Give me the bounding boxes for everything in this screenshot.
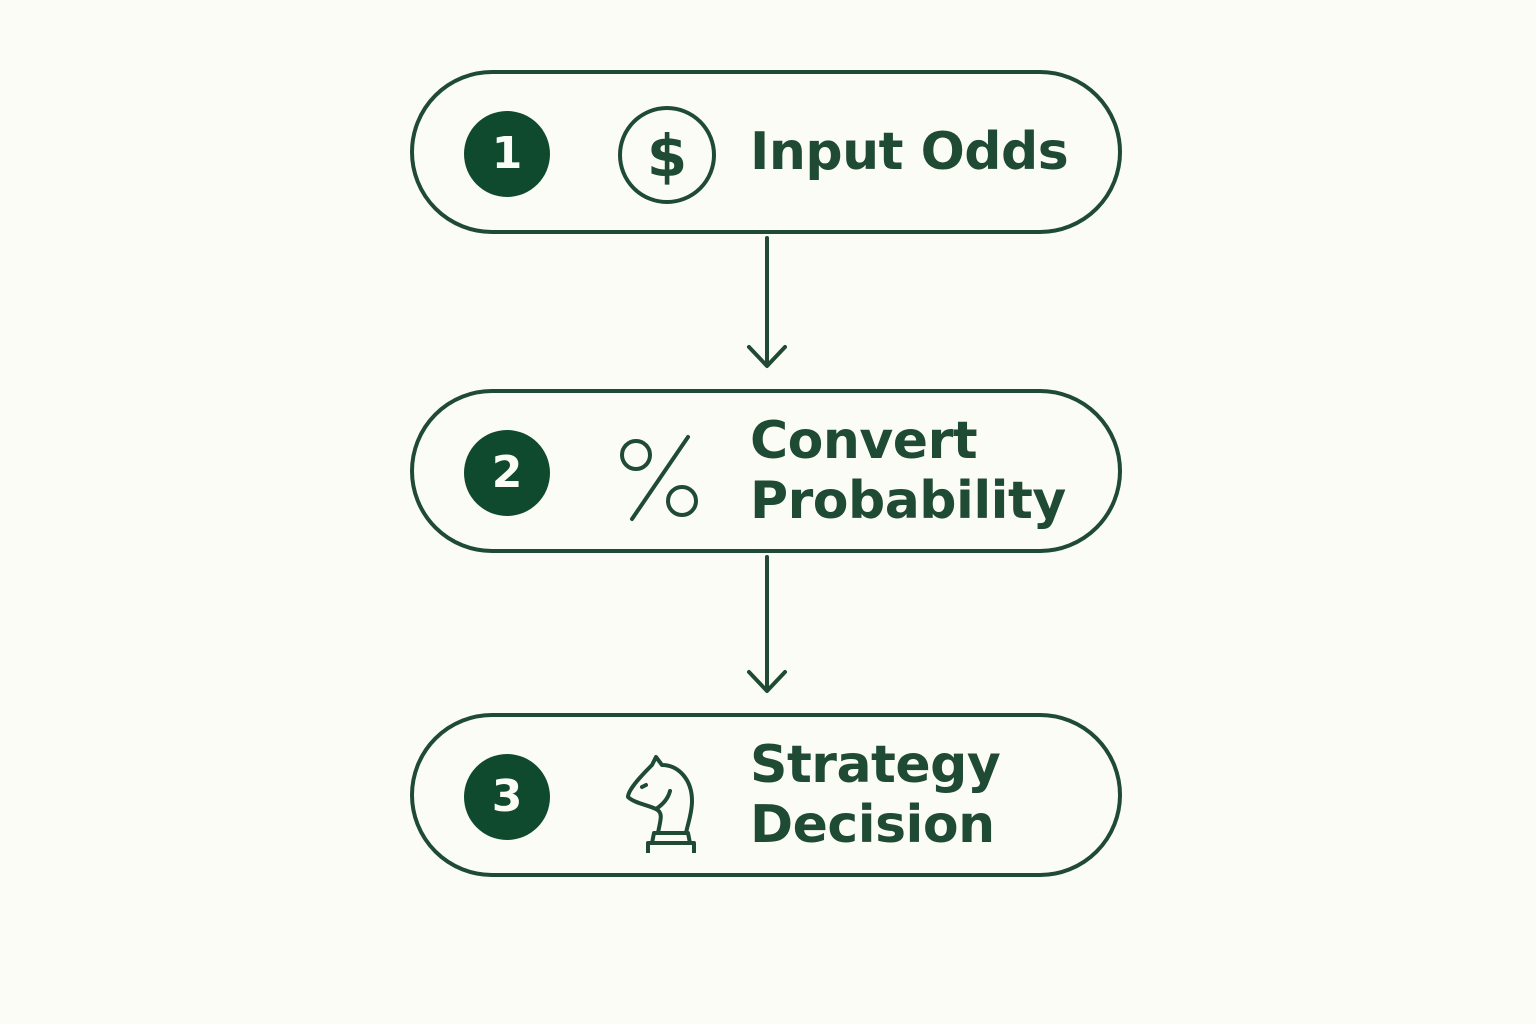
step-label-line: Convert	[750, 411, 978, 471]
step-number-badge: 1	[464, 111, 550, 197]
arrow-head-1-2	[747, 345, 787, 368]
step-label-line: Decision	[750, 795, 995, 855]
step-box-1: 1 $ Input Odds	[410, 70, 1122, 234]
step-label: Input Odds	[750, 74, 1110, 230]
step-number-badge: 2	[464, 430, 550, 516]
step-label-line: Strategy	[750, 735, 1001, 795]
step-label-line: Probability	[750, 471, 1066, 531]
arrow-head-2-3	[747, 670, 787, 693]
percent-icon	[612, 419, 722, 529]
dollar-circle-icon: $	[612, 100, 722, 210]
step-label-line: Input Odds	[750, 122, 1069, 182]
step-number-badge: 3	[464, 754, 550, 840]
step-label: Convert Probability	[750, 393, 1110, 549]
step-label: Strategy Decision	[750, 717, 1110, 873]
step-box-3: 3 Strategy Decision	[410, 713, 1122, 877]
chess-knight-icon	[612, 743, 722, 853]
svg-text:$: $	[647, 122, 687, 190]
step-box-2: 2 Convert Probability	[410, 389, 1122, 553]
